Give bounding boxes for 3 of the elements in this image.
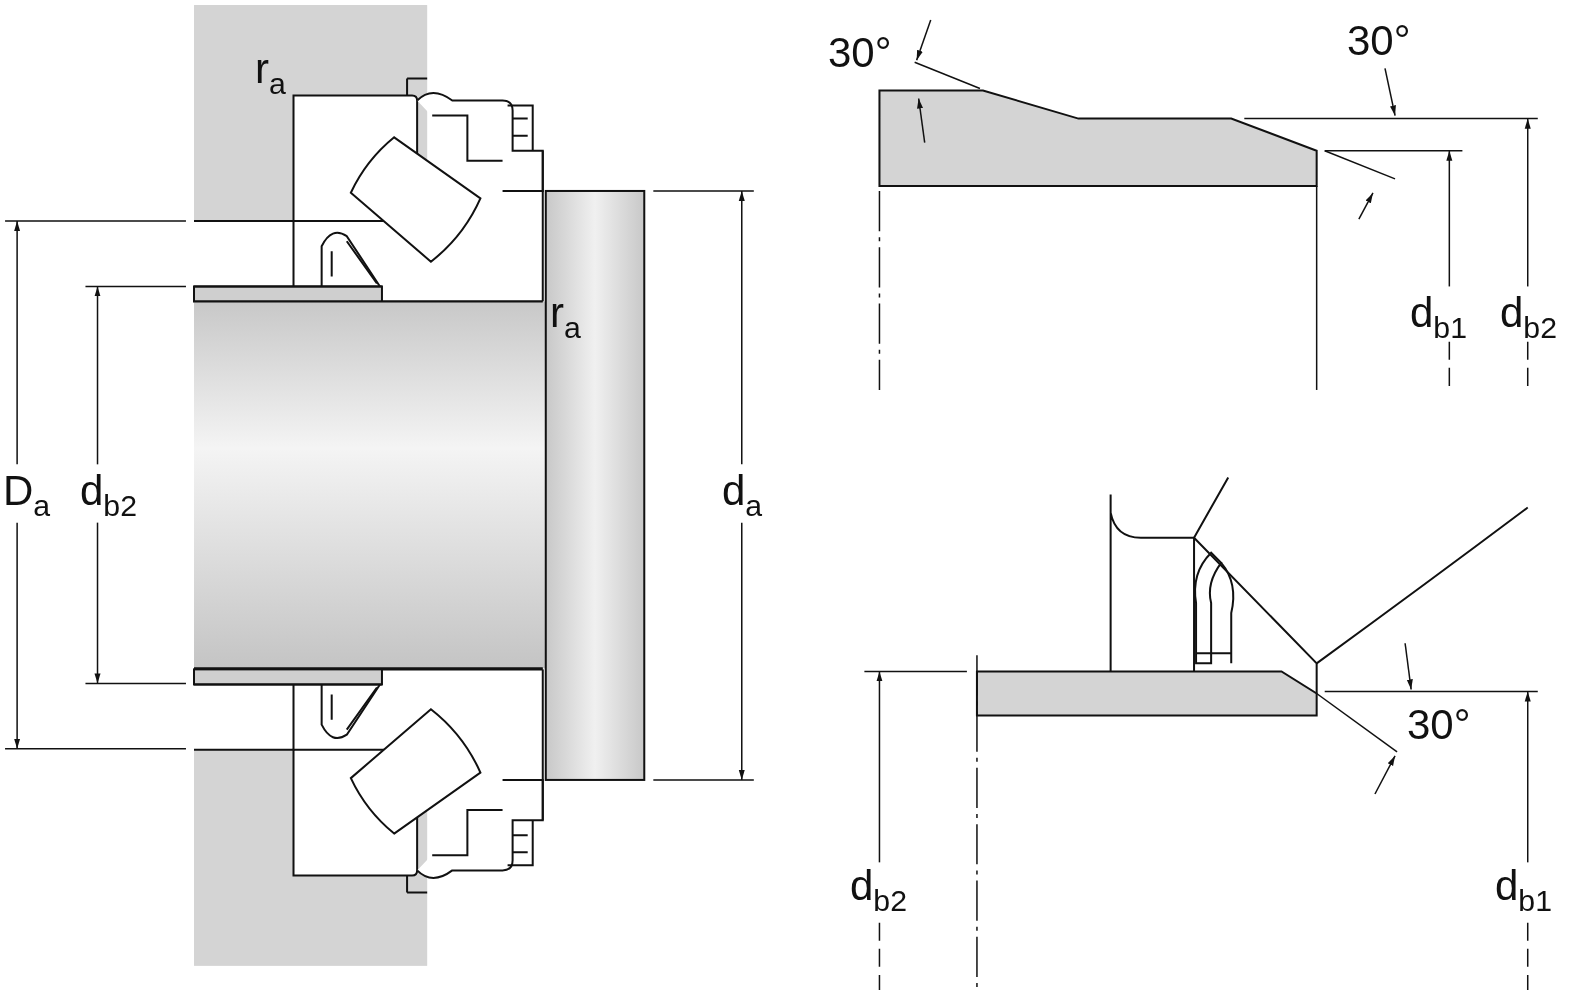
dimension-label: 30° (1347, 20, 1411, 62)
dimension-label: 30° (828, 32, 892, 74)
dimension-label: 30° (1407, 704, 1471, 746)
